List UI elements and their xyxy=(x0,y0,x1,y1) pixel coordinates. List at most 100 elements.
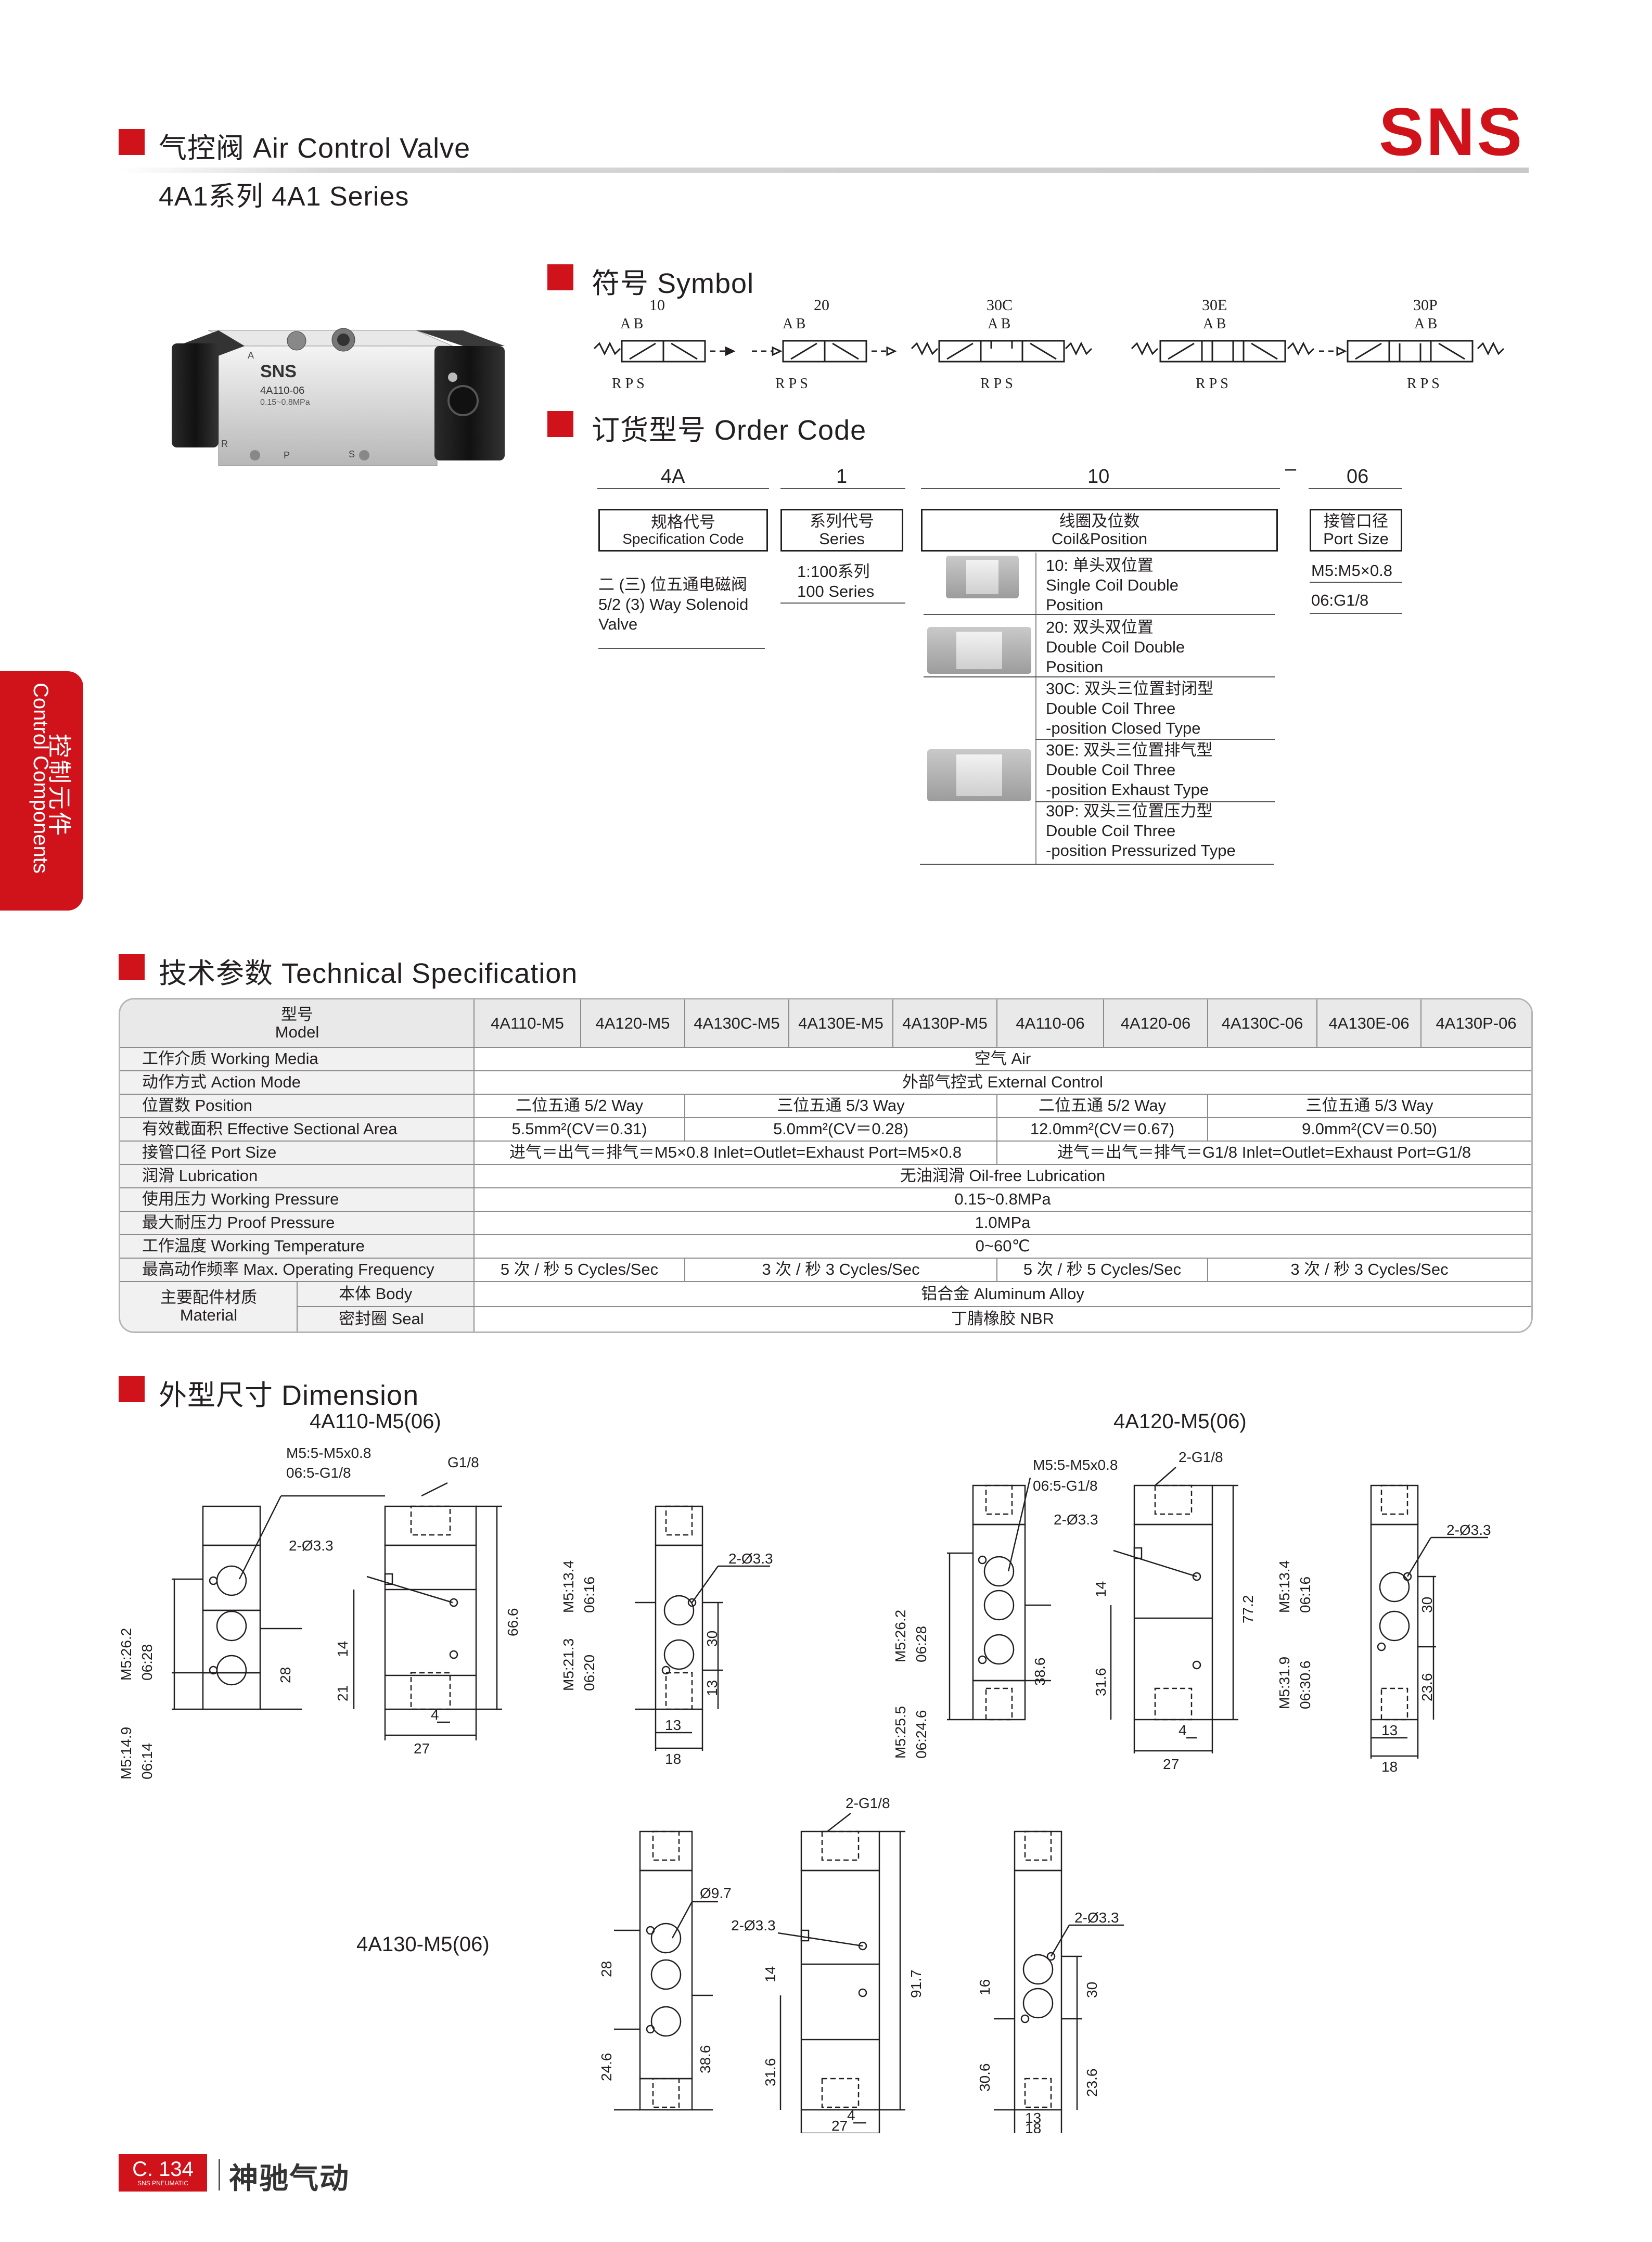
dim-label: G1/8 xyxy=(447,1454,479,1470)
dim-label: 06:5-G1/8 xyxy=(1033,1478,1098,1494)
row-label: 工作温度 Working Temperature xyxy=(142,1237,365,1255)
tech-table: 型号 Model 4A110-M5 4A120-M5 4A130C-M5 4A1… xyxy=(119,998,1533,1333)
order-code-dash: – xyxy=(1285,458,1297,480)
symbol-top-ports: A B xyxy=(783,316,806,332)
page-number: C. 134 xyxy=(132,2157,194,2181)
dimension-marker xyxy=(119,1376,145,1402)
dim-label: 30 xyxy=(704,1631,720,1647)
dim-label: Ø9.7 xyxy=(700,1885,732,1901)
order-code-4a: 4A xyxy=(661,466,685,488)
dim-label: 2-Ø3.3 xyxy=(289,1538,334,1554)
symbol-bottom-ports: R P S xyxy=(1196,376,1228,392)
photo-pressure: 0.15~0.8MPa xyxy=(260,398,310,407)
dim-label: 06:28 xyxy=(913,1626,929,1662)
dimension-4a110-drawing: M5:5-M5x0.8 06:5-G1/8 G1/8 2-Ø3.3 2-Ø3.3… xyxy=(118,1446,773,1779)
photo-port-r: R xyxy=(221,439,228,449)
tech-grid xyxy=(120,1000,1531,1331)
dim-label: 06:24.6 xyxy=(913,1710,929,1759)
order-code-06: 06 xyxy=(1347,466,1369,488)
model-cell: 4A130P-M5 xyxy=(902,1014,988,1032)
coil-rule xyxy=(920,864,1274,865)
port-size-value: 进气＝出气＝排气＝M5×0.8 Inlet=Outlet=Exhaust Por… xyxy=(509,1143,962,1162)
symbol-top-ports: A B xyxy=(988,316,1011,332)
order-rule xyxy=(780,488,905,489)
coil-box: 线圈及位数 Coil&Position xyxy=(921,509,1278,552)
port-rule xyxy=(1310,613,1402,614)
working-media-value: 空气 Air xyxy=(974,1049,1031,1068)
sectional-area-value: 5.0mm²(CV＝0.28) xyxy=(773,1120,909,1138)
dimension-4a120-drawing: M5:5-M5x0.8 06:5-G1/8 2-G1/8 2-Ø3.3 2-Ø3… xyxy=(892,1449,1491,1775)
coil-option-30e: 30E: 双头三位置排气型 Double Coil Three -positio… xyxy=(1046,741,1213,799)
product-photo: SNS 4A110-06 0.15~0.8MPa A R P S xyxy=(172,310,505,481)
coil-rule xyxy=(924,676,1275,677)
series-box: 系列代号 Series xyxy=(780,509,903,552)
dimension-4a130-drawing: Ø9.7 2-G1/8 2-Ø3.3 2-Ø3.3 28 24.6 38.6 1… xyxy=(598,1795,1124,2133)
sectional-area-value: 12.0mm²(CV＝0.67) xyxy=(1030,1120,1175,1138)
row-label: 有效截面积 Effective Sectional Area xyxy=(142,1120,398,1138)
dim-label: M5:13.4 xyxy=(1276,1560,1292,1613)
row-label: 润滑 Lubrication xyxy=(142,1167,258,1185)
spec-code-box: 规格代号 Specification Code xyxy=(598,509,768,552)
coil-option-20: 20: 双头双位置 Double Coil Double Position xyxy=(1046,618,1185,676)
brand-logo: SNS xyxy=(1379,94,1525,170)
photo-port-s: S xyxy=(349,449,355,459)
dim-label: 06:28 xyxy=(139,1644,155,1681)
spec-code-en: Specification Code xyxy=(622,530,744,547)
dim-label: M5:26.2 xyxy=(118,1628,134,1681)
dim-label: 2-Ø3.3 xyxy=(731,1917,776,1933)
order-code-1: 1 xyxy=(836,466,848,488)
footer-company: 神驰气动 xyxy=(229,2162,350,2195)
dim-label: M5:5-M5x0.8 xyxy=(286,1446,371,1461)
symbol-top-ports: A B xyxy=(620,316,644,332)
symbol-marker xyxy=(547,264,573,290)
seal-value: 丁腈橡胶 NBR xyxy=(951,1309,1055,1328)
row-label: 工作介质 Working Media xyxy=(142,1049,318,1068)
spec-code-cn: 规格代号 xyxy=(651,513,715,531)
action-mode-value: 外部气控式 External Control xyxy=(902,1073,1103,1092)
port-option-06: 06:G1/8 xyxy=(1311,591,1369,609)
port-size-box: 接管口径 Port Size xyxy=(1310,509,1402,552)
dim-label: 06:5-G1/8 xyxy=(286,1465,351,1481)
dim-label: 30 xyxy=(1084,1982,1100,1998)
dim-label: 2-G1/8 xyxy=(1179,1449,1223,1465)
symbol-bottom-ports: R P S xyxy=(775,376,808,392)
row-label: 动作方式 Action Mode xyxy=(142,1073,301,1092)
order-code-title: 订货型号 Order Code xyxy=(592,415,867,446)
symbol-bottom-ports: R P S xyxy=(612,376,645,392)
dim-label: 4 xyxy=(847,2107,855,2123)
position-value: 二位五通 5/2 Way xyxy=(1038,1096,1167,1115)
port-option-m5: M5:M5×0.8 xyxy=(1311,561,1392,580)
symbol-code: 10 xyxy=(649,297,665,314)
coil-30-thumbnail xyxy=(927,749,1031,801)
dim-label: M5:31.9 xyxy=(1276,1657,1292,1709)
port-rule xyxy=(1310,582,1402,583)
model-cell: 4A130P-06 xyxy=(1436,1014,1517,1032)
valve-symbols-diagram xyxy=(593,340,1505,363)
coil-option-30p: 30P: 双头三位置压力型 Double Coil Three -positio… xyxy=(1046,802,1236,860)
dim-label: 14 xyxy=(335,1641,351,1657)
dim-label: 4 xyxy=(431,1707,439,1723)
coil-cn: 线圈及位数 xyxy=(1059,511,1140,530)
dim-label: 66.6 xyxy=(505,1608,521,1637)
series-en: Series xyxy=(819,530,865,548)
spec-desc-rule xyxy=(598,648,765,649)
order-code-marker xyxy=(547,411,573,437)
model-cell: 4A110-06 xyxy=(1016,1014,1085,1032)
coil-option-10: 10: 单头双位置 Single Coil Double Position xyxy=(1046,556,1179,614)
series-desc-rule xyxy=(780,603,905,604)
symbol-top-ports: A B xyxy=(1203,316,1226,332)
position-value: 二位五通 5/2 Way xyxy=(515,1096,644,1115)
model-cell: 4A130E-06 xyxy=(1328,1014,1410,1032)
dim-label: 18 xyxy=(1025,2120,1041,2133)
symbol-code: 30E xyxy=(1202,297,1227,314)
dim-label: 27 xyxy=(831,2118,848,2133)
dim-label: 28 xyxy=(598,1961,614,1977)
tech-title: 技术参数 Technical Specification xyxy=(159,958,578,989)
dim-label: 06:14 xyxy=(139,1743,155,1779)
page-number-sub: SNS PNEUMATIC xyxy=(137,2179,188,2187)
coil-rule xyxy=(924,614,1275,615)
dim-label: 2-Ø3.3 xyxy=(1446,1522,1491,1538)
model-header: 型号 Model xyxy=(275,1005,319,1041)
body-label: 本体 Body xyxy=(339,1284,413,1303)
body-value: 铝合金 Aluminum Alloy xyxy=(921,1284,1084,1303)
